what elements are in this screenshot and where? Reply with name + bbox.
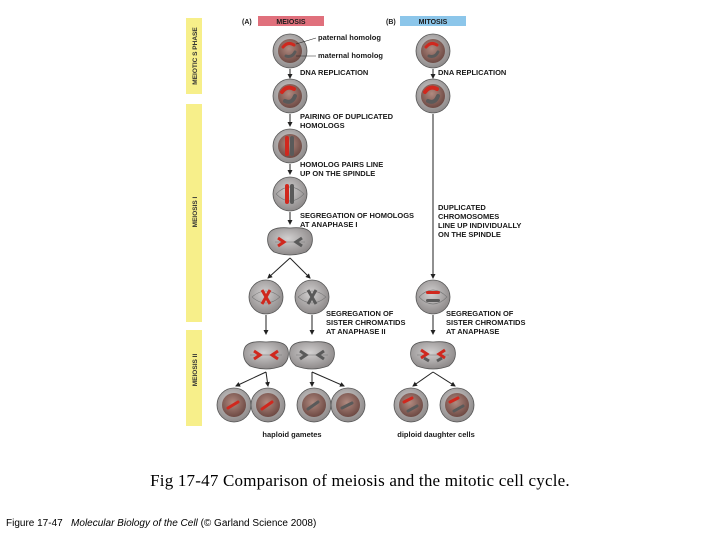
label-pairing-line-1: PAIRING OF DUPLICATED xyxy=(300,112,394,121)
mitosis-cell-spindle xyxy=(415,279,451,315)
label-dna-replication-a: DNA REPLICATION xyxy=(300,68,368,77)
phase-label-meiosis-1: MEIOSIS I xyxy=(192,196,199,227)
figure-panel xyxy=(183,14,535,446)
phase-label-meiosis-2: MEIOSIS II xyxy=(192,354,199,387)
panel-headers: (A) MEIOSIS (B) MITOSIS xyxy=(242,16,466,26)
label-paternal-homolog: paternal homolog xyxy=(318,33,381,42)
meiosis-anaphase-2-right xyxy=(289,341,335,370)
mitosis-tab xyxy=(400,16,466,26)
panel-b-letter: (B) xyxy=(386,19,396,26)
label-lineup-line-1: HOMOLOG PAIRS LINE xyxy=(300,160,383,169)
label-seg-sister-a-line-3: AT ANAPHASE II xyxy=(326,327,386,336)
meiosis-cell-4 xyxy=(272,176,308,212)
meiosis-2-cell-right xyxy=(294,279,330,315)
label-seg-sister-b-line-2: SISTER CHROMATIDS xyxy=(446,318,525,327)
label-seg-sister-a-line-2: SISTER CHROMATIDS xyxy=(326,318,405,327)
diploid-daughter-1 xyxy=(393,387,429,423)
label-seg-sister-b-line-3: AT ANAPHASE xyxy=(446,327,499,336)
label-duplicated-line-3: LINE UP INDIVIDUALLY xyxy=(438,221,521,230)
label-lineup-line-2: UP ON THE SPINDLE xyxy=(300,169,375,178)
label-maternal-homolog: maternal homolog xyxy=(318,51,383,60)
label-haploid-gametes: haploid gametes xyxy=(262,430,321,439)
diploid-daughter-2 xyxy=(439,387,475,423)
mitosis-cell-1 xyxy=(415,33,451,69)
phase-label-meiotic-s: MEIOTIC S PHASE xyxy=(192,27,199,85)
paternal-pointer xyxy=(295,37,317,45)
meiosis-tab xyxy=(258,16,324,26)
panel-a-letter: (A) xyxy=(242,19,252,26)
label-seg-homologs-line-2: AT ANAPHASE I xyxy=(300,220,358,229)
label-seg-sister-b-line-1: SEGREGATION OF xyxy=(446,309,514,318)
credit-book-title: Molecular Biology of the Cell xyxy=(71,518,198,529)
haploid-gamete-2 xyxy=(250,387,286,423)
credit-suffix: (© Garland Science 2008) xyxy=(200,518,317,529)
haploid-gamete-3 xyxy=(296,387,332,423)
label-duplicated-line-2: CHROMOSOMES xyxy=(438,212,499,221)
label-seg-sister-a-line-1: SEGREGATION OF xyxy=(326,309,394,318)
haploid-gamete-1 xyxy=(216,387,252,423)
mitosis-column: DNA REPLICATION DUPLICATED CHROMOSOMES L… xyxy=(393,33,525,439)
phase-bars: MEIOTIC S PHASE MEIOSIS I MEIOSIS II xyxy=(186,18,202,426)
meiosis-cell-2 xyxy=(272,78,308,114)
label-pairing-line-2: HOMOLOGS xyxy=(300,121,345,130)
panel-a-title: MEIOSIS xyxy=(276,19,306,26)
meiosis-cell-5-anaphase-1 xyxy=(267,227,313,256)
meiosis-2-cell-left xyxy=(248,279,284,315)
meiosis-cell-3 xyxy=(272,128,308,164)
haploid-gamete-4 xyxy=(330,387,366,423)
figure-caption: Fig 17-47 Comparison of meiosis and the … xyxy=(150,471,570,490)
panel-b-title: MITOSIS xyxy=(419,19,448,26)
mitosis-anaphase-cell xyxy=(410,341,456,370)
mitosis-cell-2 xyxy=(415,78,451,114)
phase-bar-meiosis-2 xyxy=(186,330,202,426)
label-seg-homologs-line-1: SEGREGATION OF HOMOLOGS xyxy=(300,211,414,220)
label-duplicated-line-4: ON THE SPINDLE xyxy=(438,230,501,239)
meiosis-anaphase-2-left xyxy=(243,341,289,370)
phase-bar-meiotic-s xyxy=(186,18,202,94)
meiosis-cell-1 xyxy=(272,33,308,69)
credit-prefix: Figure 17-47 xyxy=(6,518,63,529)
phase-bar-meiosis-1 xyxy=(186,104,202,322)
label-diploid-daughter-cells: diploid daughter cells xyxy=(397,430,475,439)
meiosis-column: paternal homolog maternal homolog DNA RE… xyxy=(216,33,414,439)
figure-credit: Figure 17-47 Molecular Biology of the Ce… xyxy=(6,518,316,529)
label-dna-replication-b: DNA REPLICATION xyxy=(438,68,506,77)
label-duplicated-line-1: DUPLICATED xyxy=(438,203,486,212)
